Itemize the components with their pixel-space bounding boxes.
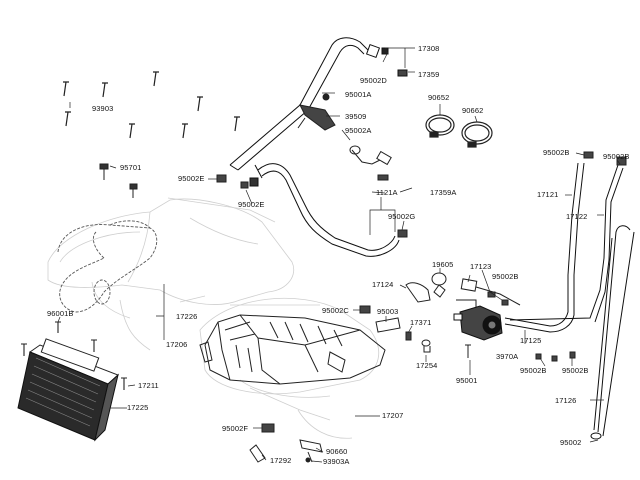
label-95002B-top-2: 95002B <box>603 152 630 161</box>
label-95002B-top-1: 95002B <box>543 148 570 157</box>
label-17254: 17254 <box>416 361 438 370</box>
valve-cluster <box>405 272 521 318</box>
label-17123: 17123 <box>470 262 492 271</box>
label-95002B-low-2: 95002B <box>562 366 589 375</box>
label-17359: 17359 <box>418 70 440 79</box>
label-17207: 17207 <box>382 411 404 420</box>
tube-17126 <box>590 225 635 440</box>
hose-17308 <box>229 37 389 171</box>
label-95002B-mid: 95002B <box>492 272 519 281</box>
label-95002C: 95002C <box>322 306 349 315</box>
label-17292: 17292 <box>270 456 292 465</box>
hose-1121A <box>249 163 400 257</box>
label-17206: 17206 <box>166 340 188 349</box>
label-95002G: 95002G <box>388 212 416 221</box>
label-96001B: 96001B <box>47 309 74 318</box>
bolt-95701 <box>99 163 138 198</box>
bolt-group <box>63 71 240 139</box>
label-95701: 95701 <box>120 163 142 172</box>
label-17122: 17122 <box>566 212 588 221</box>
bottom-parts <box>249 423 323 463</box>
label-93903A: 93903A <box>323 457 350 466</box>
background-frame-outline <box>47 197 379 439</box>
label-95001: 95001 <box>456 376 478 385</box>
label-39509: 39509 <box>345 112 367 121</box>
label-95001A: 95001A <box>345 90 372 99</box>
label-95002B-low-1: 95002B <box>520 366 547 375</box>
label-17226: 17226 <box>176 312 198 321</box>
hose-17122 <box>509 156 627 323</box>
label-90652: 90652 <box>428 93 450 102</box>
radiator <box>17 338 119 442</box>
label-17371: 17371 <box>410 318 432 327</box>
fittings-95002E <box>216 174 249 189</box>
intake-duct <box>57 220 158 313</box>
label-95002-bottom: 95002 <box>560 438 582 447</box>
label-1121A: 1121A <box>376 188 398 197</box>
label-17225: 17225 <box>127 403 149 412</box>
label-17124: 17124 <box>372 280 394 289</box>
label-95002E-2: 95002E <box>238 200 265 209</box>
label-17121: 17121 <box>537 190 559 199</box>
small-fittings <box>359 305 471 358</box>
air-box <box>199 314 386 385</box>
label-90660: 90660 <box>326 447 348 456</box>
fitting-95002G <box>397 229 408 238</box>
label-17359A: 17359A <box>430 188 457 197</box>
label-19605: 19605 <box>432 260 454 269</box>
leader-lines <box>57 47 621 463</box>
hose-17121 <box>504 151 594 333</box>
label-3970A: 3970A <box>496 352 519 361</box>
fitting-95002A <box>349 145 392 181</box>
label-95003: 95003 <box>377 307 399 316</box>
sensor-39509 <box>297 93 336 131</box>
label-95002A: 95002A <box>345 126 372 135</box>
label-17125: 17125 <box>520 336 542 345</box>
label-93903: 93903 <box>92 104 114 113</box>
lower-fittings <box>535 351 576 362</box>
hose-clamps <box>425 114 493 148</box>
label-17308: 17308 <box>418 44 440 53</box>
clamp-17359 <box>397 69 408 77</box>
label-95002E-1: 95002E <box>178 174 205 183</box>
label-17126: 17126 <box>555 396 577 405</box>
pump-3970A <box>453 305 503 341</box>
label-95002F: 95002F <box>222 424 249 433</box>
label-90662: 90662 <box>462 106 484 115</box>
label-17211: 17211 <box>138 381 159 390</box>
label-95002D: 95002D <box>360 76 387 85</box>
